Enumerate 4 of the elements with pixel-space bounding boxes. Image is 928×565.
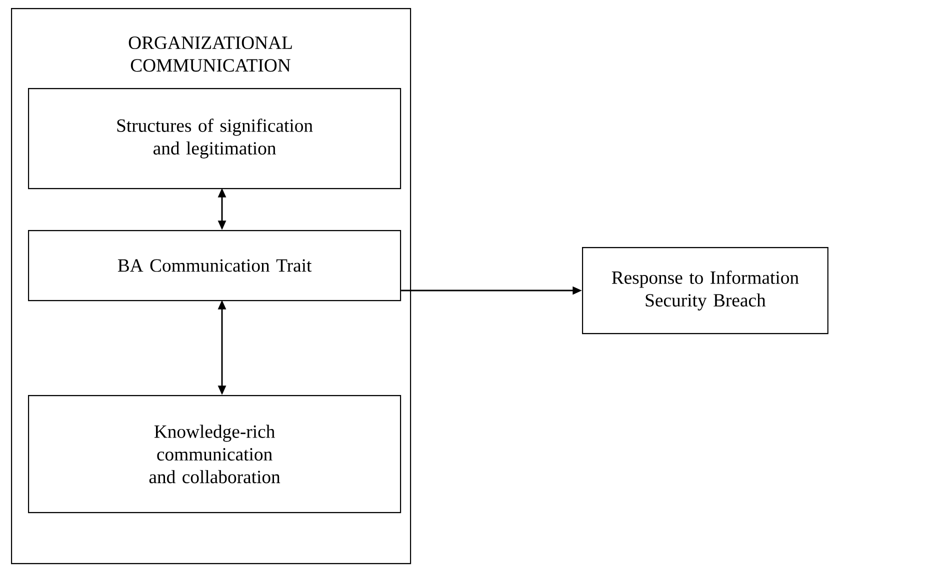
process-box: Structures of signification and legitimation (28, 88, 402, 190)
process-box: Knowledge-rich communication and collaboration (28, 395, 402, 514)
process-box: BA Communication Trait (28, 230, 402, 302)
process-box: Response to Information Security Breach (582, 247, 828, 334)
